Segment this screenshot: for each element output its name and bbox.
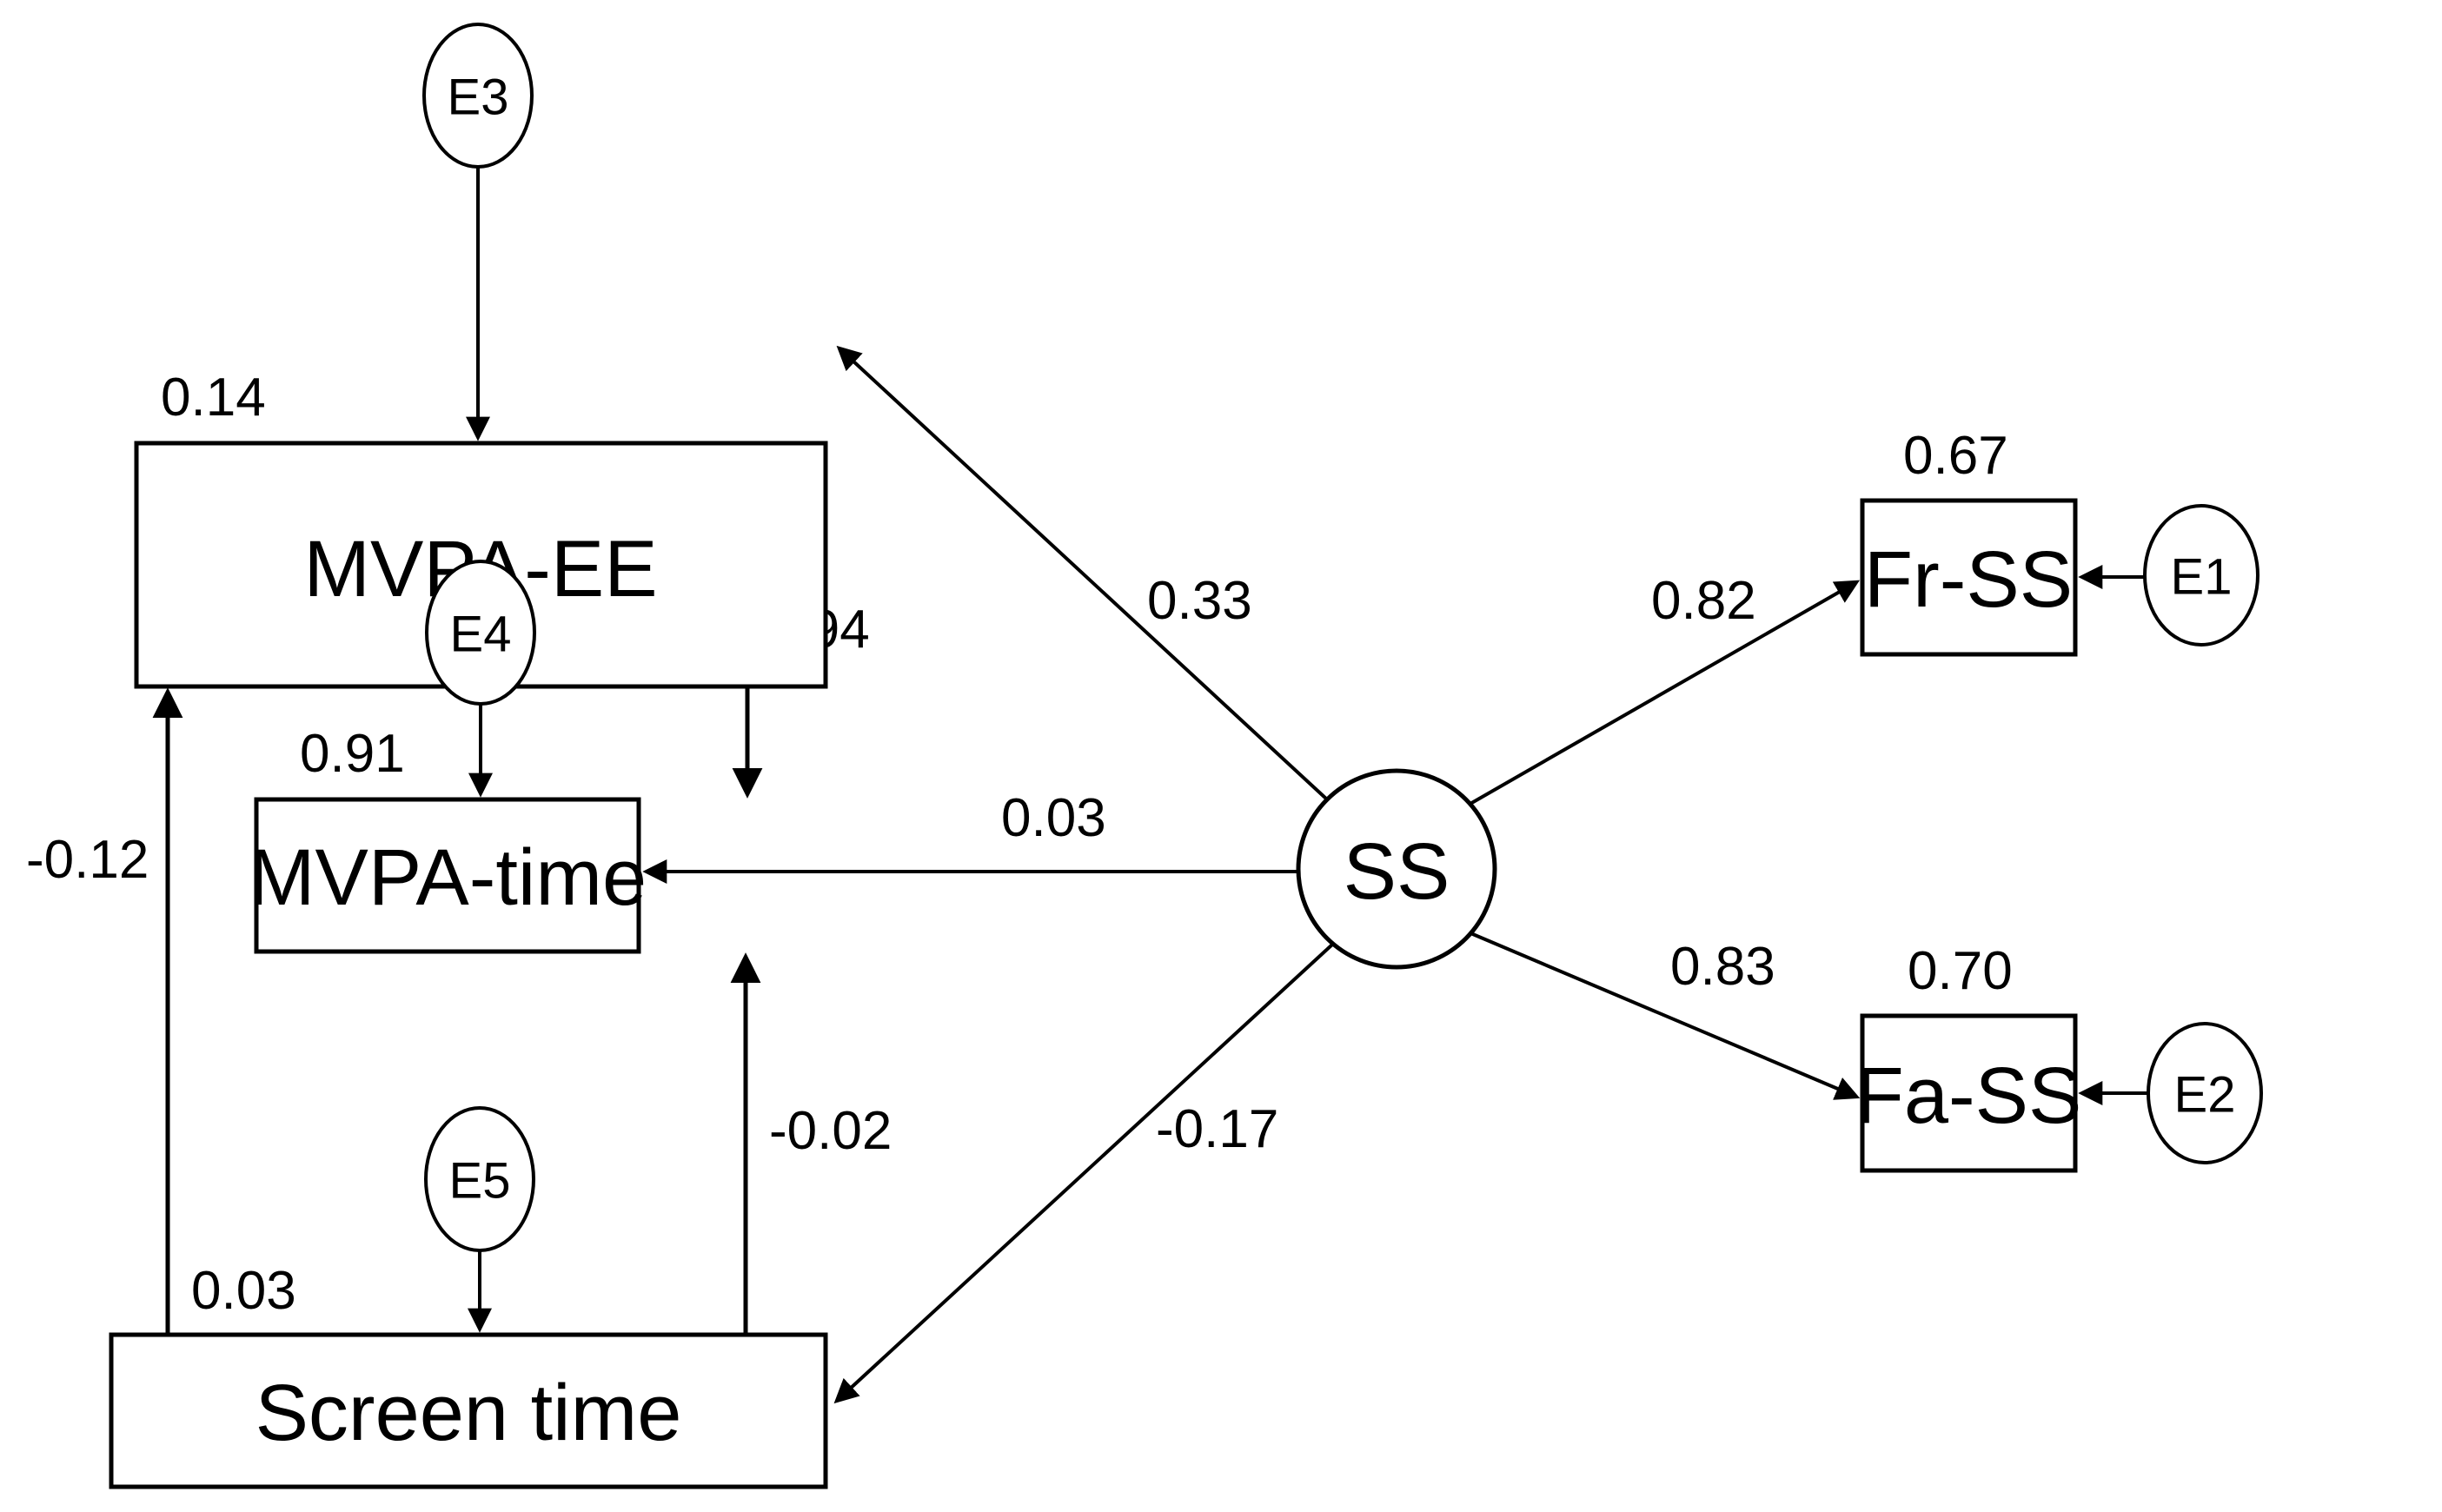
node-label-mvpa-time: MVPA-time: [249, 833, 647, 922]
node-screen-time[interactable]: Screen time: [109, 1332, 828, 1489]
node-circle-e5[interactable]: [424, 1106, 535, 1252]
edge-label-ss-to-screen-time: -0.17: [1156, 1099, 1278, 1159]
node-e3[interactable]: E3: [422, 23, 534, 169]
node-label-e2: E2: [2174, 1067, 2236, 1124]
node-e2[interactable]: E2: [2147, 1022, 2263, 1164]
node-e4[interactable]: E4: [425, 560, 536, 706]
node-label-e4: E4: [450, 607, 512, 663]
variance-label-screen-time: 0.03: [191, 1261, 296, 1321]
edge-line-ss-fa-ss: [1468, 931, 1861, 1100]
node-label-e3: E3: [448, 70, 509, 126]
node-rect-fa-ss[interactable]: [1860, 1013, 2078, 1173]
node-circle-e3[interactable]: [422, 23, 534, 169]
edge-ss-to-fr-ss: 0.82: [1468, 571, 1861, 806]
node-label-e5: E5: [449, 1153, 511, 1210]
node-circle-e2[interactable]: [2147, 1022, 2263, 1164]
node-rect-fr-ss[interactable]: [1860, 498, 2078, 657]
edge-label-ss-to-fr-ss: 0.82: [1651, 571, 1756, 631]
edge-line-ss-fr-ss: [1468, 580, 1861, 806]
edge-line-ss-screen-time: [833, 943, 1334, 1404]
edge-ss-to-mvpa-time: 0.03: [642, 788, 1298, 884]
edge-label-ss-to-fa-ss: 0.83: [1670, 937, 1775, 997]
node-e1[interactable]: E1: [2143, 504, 2260, 647]
node-label-screen-time: Screen time: [255, 1369, 682, 1457]
edge-line-ss-mvpa-ee: [836, 345, 1329, 801]
node-label-fa-ss: Fa-SS: [1855, 1051, 2082, 1140]
edge-screen-time-to-mvpa-time: -0.02: [730, 952, 892, 1335]
node-mvpa-time[interactable]: MVPA-time: [249, 797, 647, 954]
node-ss[interactable]: SS: [1296, 768, 1497, 970]
node-rect-mvpa-time[interactable]: [254, 797, 641, 954]
node-label-e1: E1: [2171, 549, 2233, 606]
node-label-ss: SS: [1344, 827, 1450, 916]
edge-screen-time-to-mvpa-ee: -0.12: [26, 687, 183, 1335]
node-circle-ss[interactable]: [1296, 768, 1497, 970]
node-label-fr-ss: Fr-SS: [1864, 535, 2073, 624]
variance-label-mvpa-ee: 0.14: [161, 368, 266, 428]
edge-ss-to-fa-ss: 0.83: [1468, 931, 1861, 1100]
node-fr-ss[interactable]: Fr-SS: [1860, 498, 2078, 657]
edge-ss-to-mvpa-ee: 0.33: [836, 345, 1329, 801]
edge-label-ss-to-mvpa-ee: 0.33: [1147, 571, 1252, 631]
node-fa-ss[interactable]: Fa-SS: [1855, 1013, 2082, 1173]
edge-ss-to-screen-time: -0.17: [833, 943, 1334, 1404]
edge-label-ss-to-mvpa-time: 0.03: [1001, 788, 1106, 848]
node-e5[interactable]: E5: [424, 1106, 535, 1252]
node-circle-e1[interactable]: [2143, 504, 2260, 647]
node-circle-e4[interactable]: [425, 560, 536, 706]
edge-label-screen-time-to-mvpa-time: -0.02: [769, 1101, 892, 1161]
variance-label-fr-ss: 0.67: [1903, 426, 2008, 486]
variance-label-mvpa-time: 0.91: [300, 724, 405, 784]
edge-label-screen-time-to-mvpa-ee: -0.12: [26, 830, 149, 890]
node-rect-screen-time[interactable]: [109, 1332, 828, 1489]
variance-label-fa-ss: 0.70: [1908, 941, 2013, 1001]
